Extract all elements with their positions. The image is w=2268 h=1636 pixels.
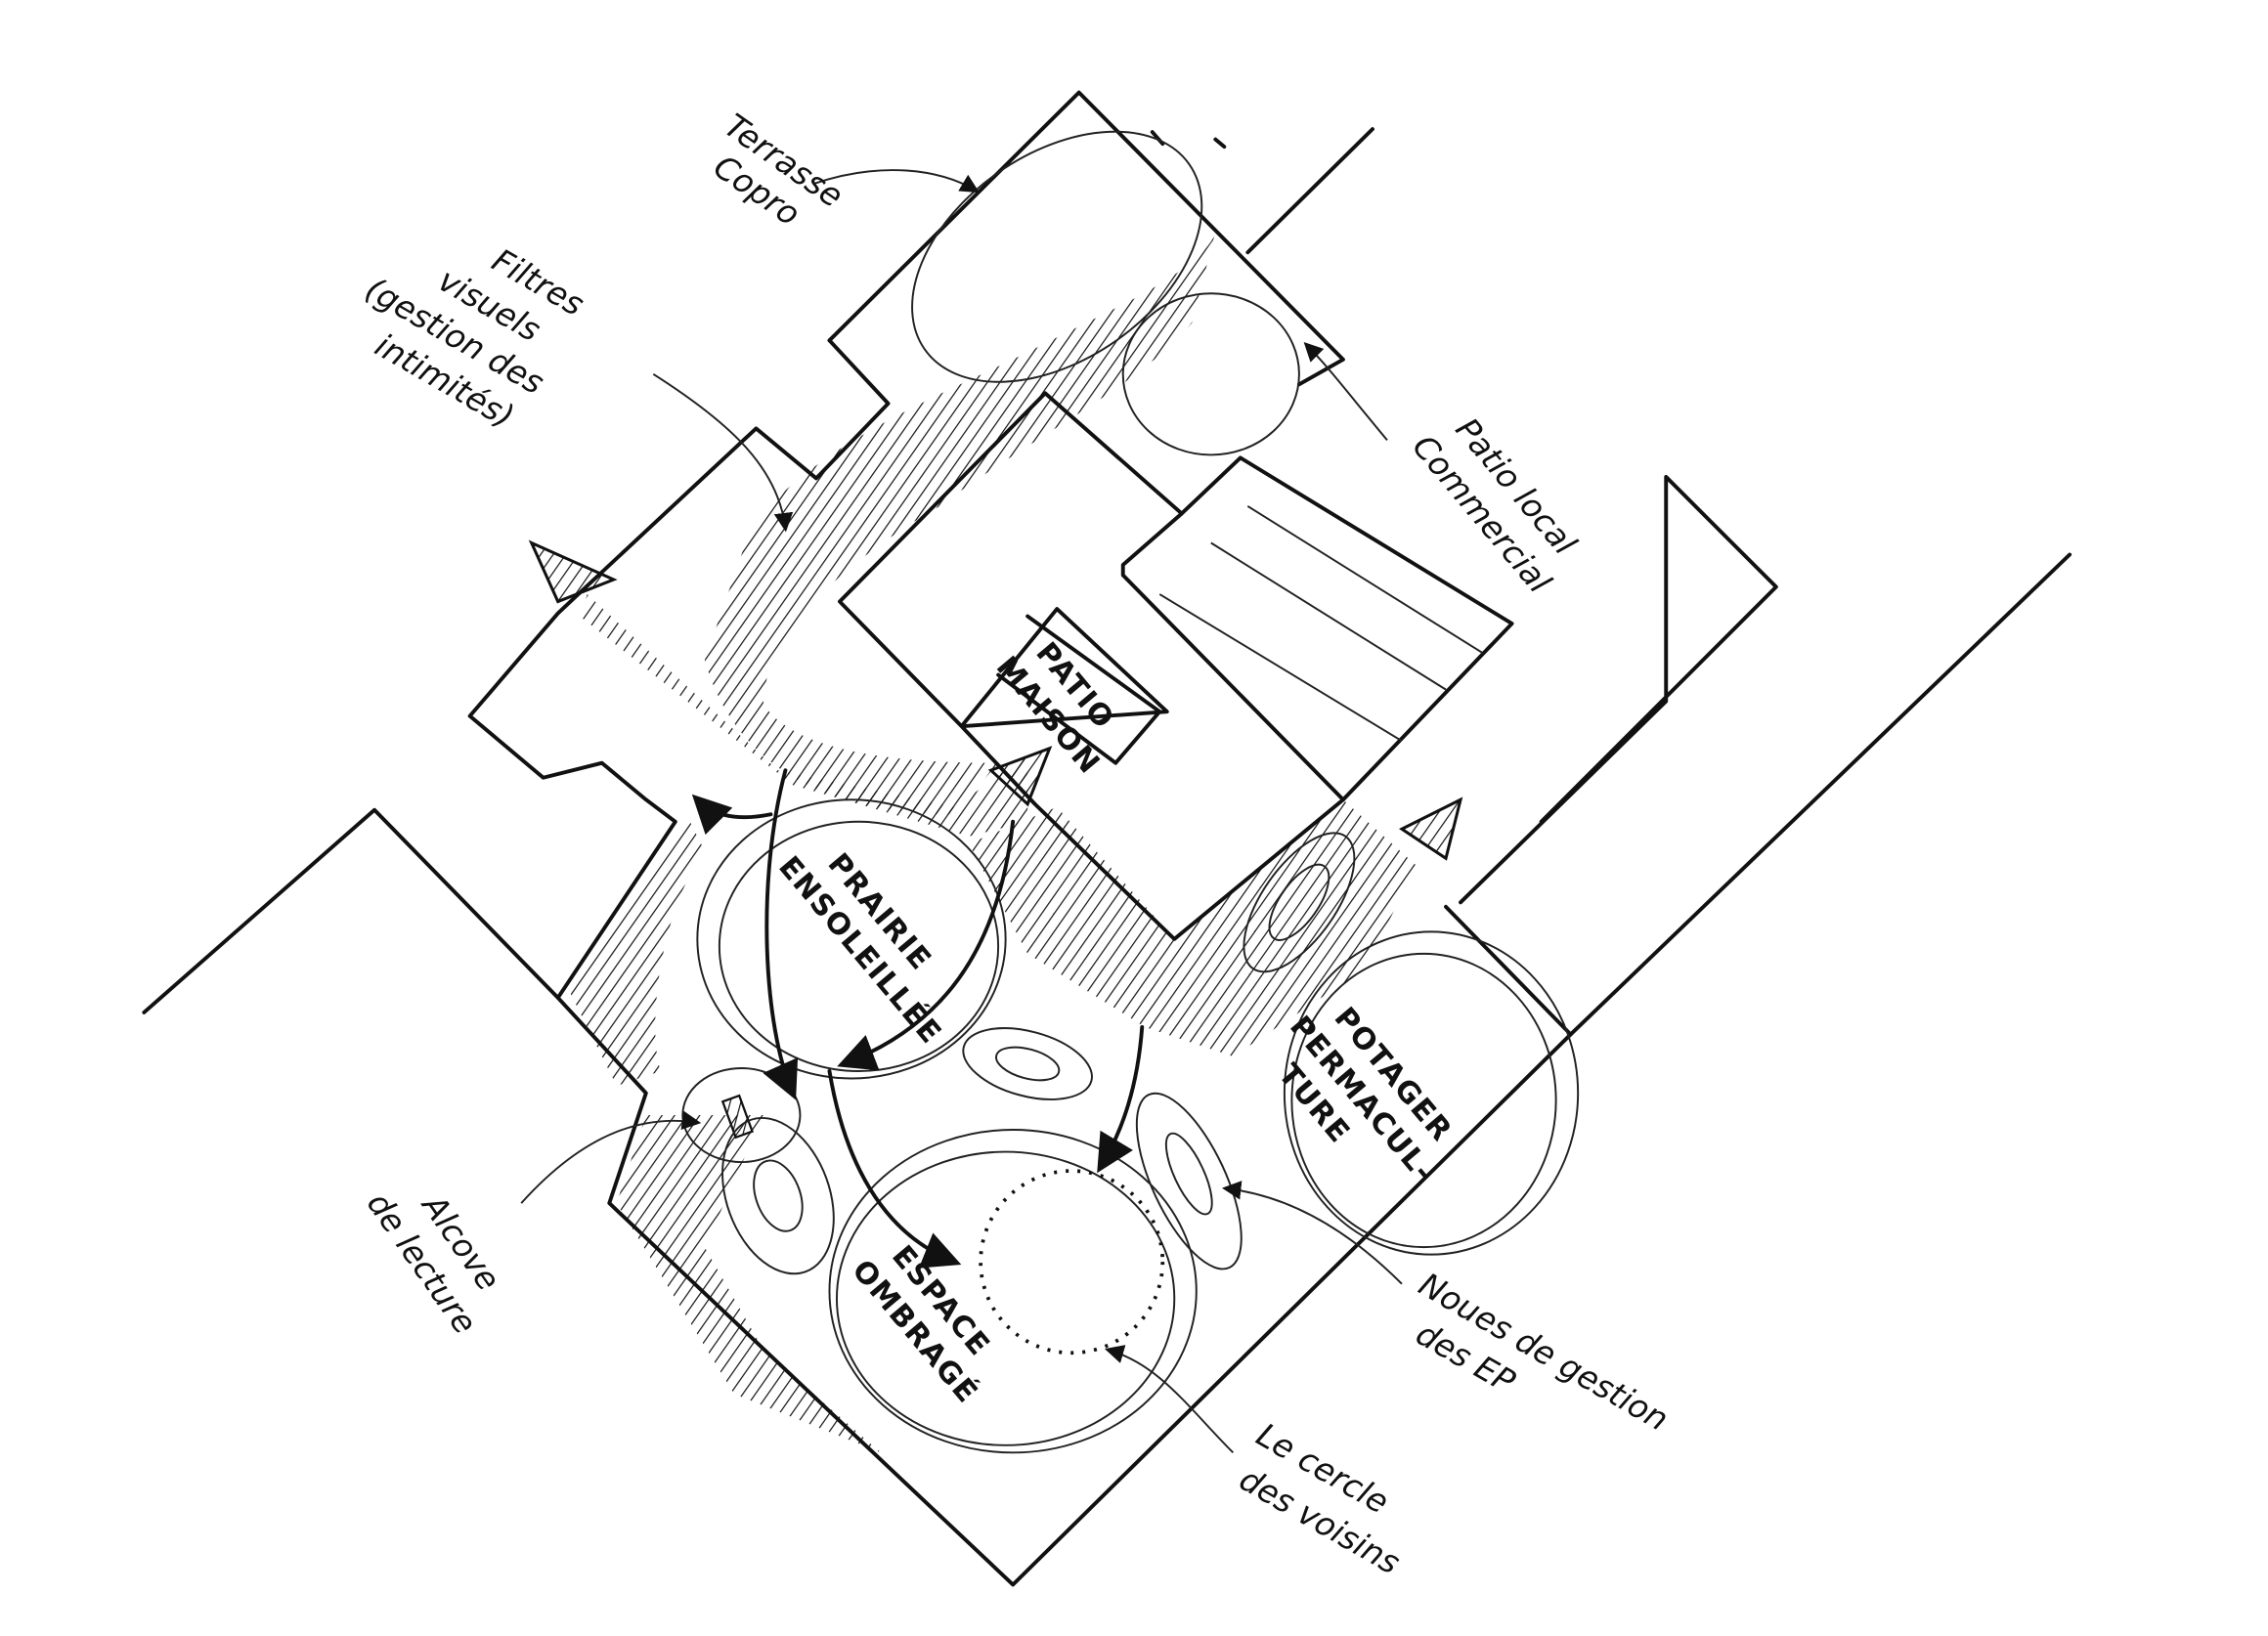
label-prairie: PRAIRIE ENSOLEILLÉE — [771, 847, 948, 1052]
zone-bubbles — [681, 130, 1580, 1454]
label-cercle-voisins: Le cercle des voisins — [1233, 1415, 1406, 1581]
site-boundaries — [142, 90, 2072, 1587]
label-espace-ombrage: ESPACE OMBRAGÉ — [845, 1239, 996, 1410]
label-alcove: Alcove de lecture — [360, 1185, 508, 1341]
flow-arrows — [691, 768, 1145, 1269]
leader-lines — [520, 169, 1403, 1454]
label-terrasse-copro: Terrasse Copro — [707, 107, 850, 234]
label-noues: Noues de gestion des EP — [1410, 1265, 1675, 1438]
label-filtres-visuels: Filtres visuels (gestion des intimités) — [359, 240, 590, 435]
label-patio-local: Patio local Commercial — [1405, 410, 1585, 601]
hatched-areas — [565, 220, 1418, 1453]
label-patio-maison: PATIO MAISON — [989, 636, 1121, 782]
direction-markers — [528, 539, 1463, 861]
swales — [721, 832, 1356, 1275]
